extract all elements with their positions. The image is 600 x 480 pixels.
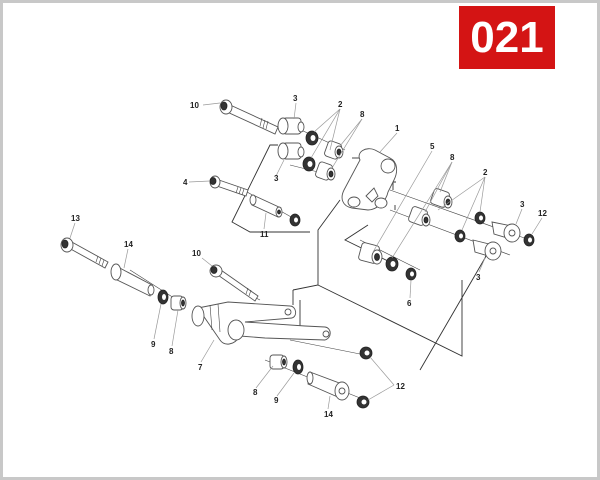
callout-8-a: 8 (360, 110, 365, 119)
diagram-code-badge: 021 (459, 6, 555, 69)
part-3-sleeve-b (277, 142, 305, 160)
part-3-sleeve-c (491, 221, 521, 243)
part-2-bearing-c (289, 213, 301, 227)
callout-3-d: 3 (476, 273, 481, 282)
part-8-bushing-lower (269, 354, 288, 370)
part-10-bolt-lower (209, 264, 259, 302)
part-9-bearing-lower (292, 359, 304, 375)
part-9-bearing-left (157, 289, 169, 305)
callout-8-c: 8 (169, 347, 174, 356)
part-8-bushing-left (170, 295, 187, 311)
callout-8-d: 8 (253, 388, 258, 397)
part-6-nut (405, 267, 417, 281)
callout-2-a: 2 (338, 100, 343, 109)
part-7-link-arm (191, 301, 331, 345)
callout-5: 5 (430, 142, 435, 151)
callout-11: 11 (260, 230, 269, 239)
part-1-rocker-plate (341, 148, 398, 211)
callout-3-c: 3 (520, 200, 525, 209)
callout-8-b: 8 (450, 153, 455, 162)
part-12-nut-a (523, 233, 535, 247)
callout-9-a: 9 (151, 340, 156, 349)
part-2-bearing-f (385, 256, 399, 272)
part-12-nut-b (359, 346, 373, 360)
callout-10-upper: 10 (190, 101, 199, 110)
part-13-bolt-left (60, 237, 109, 269)
leader-lines (69, 102, 543, 410)
callout-2-b: 2 (483, 168, 488, 177)
callout-9-b: 9 (274, 396, 279, 405)
part-14-sleeve-lower (306, 371, 350, 401)
part-14-sleeve-left (110, 263, 155, 297)
part-10-bolt-upper (219, 99, 279, 135)
part-2-bearing-b (302, 156, 316, 172)
callout-10-lower: 10 (192, 249, 201, 258)
part-4-bolt-middle (209, 175, 249, 197)
callout-labels: 10 3 2 8 1 3 5 8 2 4 3 12 11 13 14 10 3 … (71, 94, 547, 419)
part-5-bushing (358, 242, 383, 265)
part-3-sleeve-a (277, 117, 305, 135)
callout-6: 6 (407, 299, 412, 308)
callout-12-a: 12 (538, 209, 547, 218)
part-2-bearing-a (305, 130, 319, 146)
part-2-bearing-d (474, 211, 486, 225)
part-11-spacer (249, 194, 283, 218)
part-8-bushing-b (315, 161, 336, 181)
callout-3-b: 3 (274, 174, 279, 183)
callout-7: 7 (198, 363, 203, 372)
part-3-sleeve-d (472, 239, 502, 261)
callout-14-a: 14 (124, 240, 133, 249)
callout-12-b: 12 (396, 382, 405, 391)
callout-1: 1 (395, 124, 400, 133)
part-8-bushing-a (324, 140, 344, 160)
callout-4: 4 (183, 178, 188, 187)
callout-14-b: 14 (324, 410, 333, 419)
callout-3-a: 3 (293, 94, 298, 103)
part-2-bearing-e (454, 229, 466, 243)
callout-13: 13 (71, 214, 80, 223)
part-12-nut-c (356, 395, 370, 409)
